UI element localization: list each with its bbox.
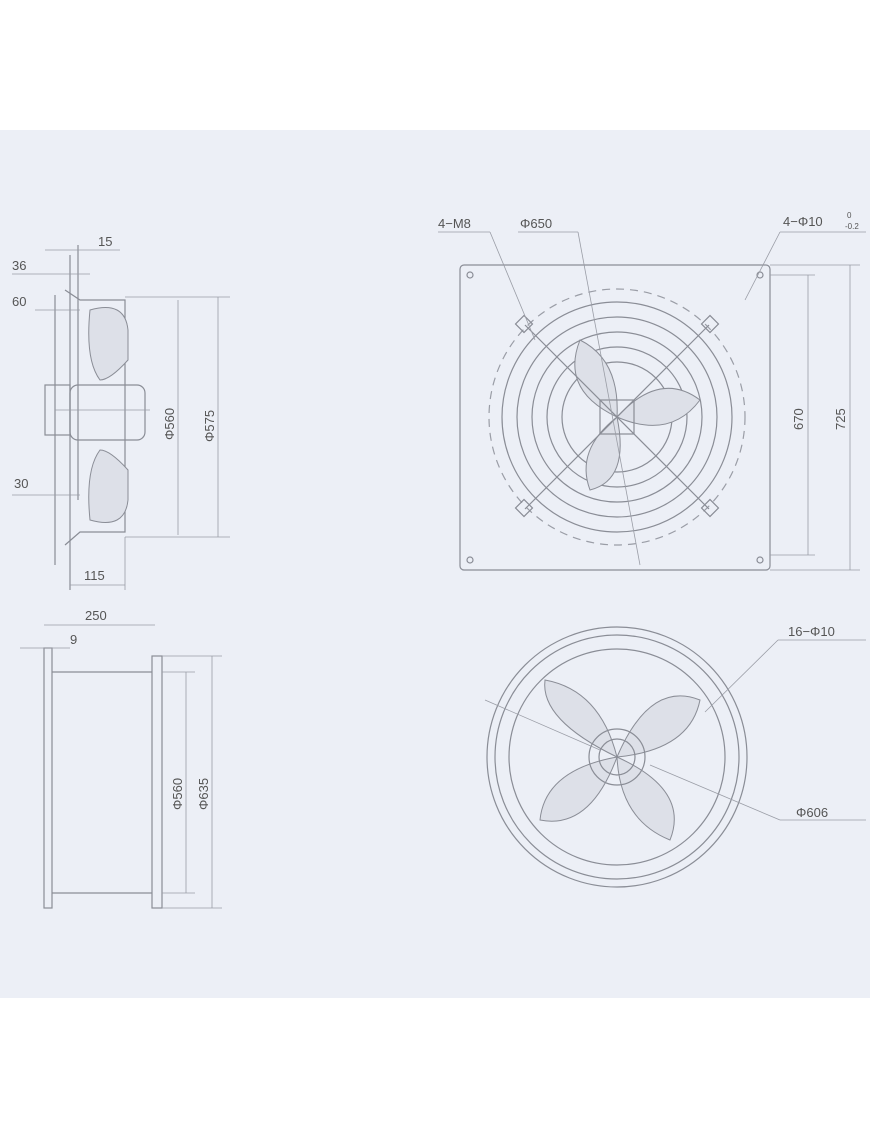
dim-4-phi10: 4−Φ10: [783, 214, 823, 229]
dim-670: 670: [791, 408, 806, 430]
dim-250: 250: [85, 608, 107, 623]
drawing-sheet: [0, 130, 870, 998]
dim-30: 30: [14, 476, 28, 491]
dim-phi650: Φ650: [520, 216, 552, 231]
front-round-view: 16−Φ10 Φ606: [484, 624, 866, 888]
tolerance-lower: -0.2: [845, 222, 859, 231]
dim-36: 36: [12, 258, 26, 273]
front-square-view: 4−M8 Φ650 4−Φ10 0 -0.2 670 725: [438, 211, 866, 571]
dim-60: 60: [12, 294, 26, 309]
dim-phi560-b: Φ560: [170, 778, 185, 810]
bottom-side-view: 250 9 Φ560 Φ635: [20, 608, 222, 909]
dim-725: 725: [833, 408, 848, 430]
side-view: 15 36 60 30 115 Φ560 Φ575: [12, 234, 230, 590]
dim-phi606: Φ606: [796, 805, 828, 820]
dim-16-phi10: 16−Φ10: [788, 624, 835, 639]
dim-15: 15: [98, 234, 112, 249]
dim-4-m8: 4−M8: [438, 216, 471, 231]
dim-9: 9: [70, 632, 77, 647]
dim-115: 115: [84, 568, 105, 583]
tolerance-upper: 0: [847, 211, 852, 220]
dim-phi575: Φ575: [202, 410, 217, 442]
dim-phi560: Φ560: [162, 408, 177, 440]
dim-phi635: Φ635: [196, 778, 211, 810]
